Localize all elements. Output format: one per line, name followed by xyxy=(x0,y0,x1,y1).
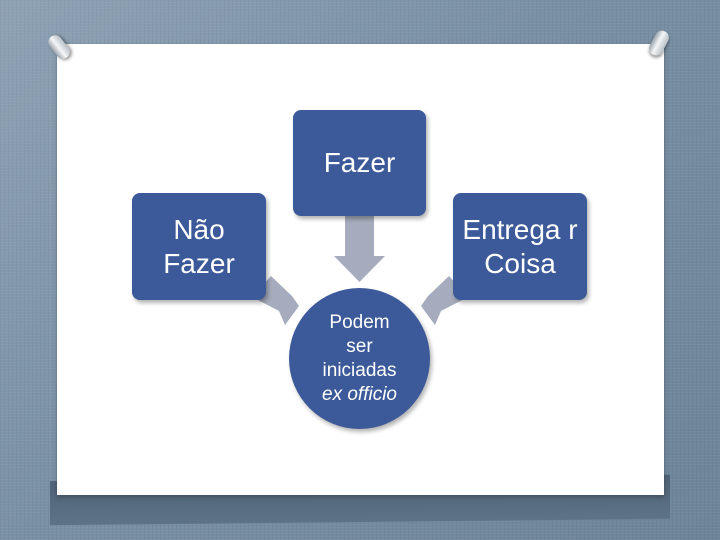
box-fazer: Fazer xyxy=(293,110,426,216)
center-line-4: ex officio xyxy=(322,383,397,405)
box-nao-fazer-label: Não Fazer xyxy=(163,213,235,279)
box-nao-fazer: Não Fazer xyxy=(132,193,266,300)
center-line-1: Podem xyxy=(329,311,390,333)
box-entregar-coisa-label: Entrega r Coisa xyxy=(462,213,578,279)
arrow-down-icon xyxy=(334,216,385,282)
center-line-3: iniciadas xyxy=(322,359,397,381)
box-fazer-label: Fazer xyxy=(323,147,396,178)
center-line-2: ser xyxy=(346,335,373,357)
box-entregar-coisa: Entrega r Coisa xyxy=(453,193,587,300)
center-circle: Podem ser iniciadas ex officio xyxy=(289,288,430,429)
